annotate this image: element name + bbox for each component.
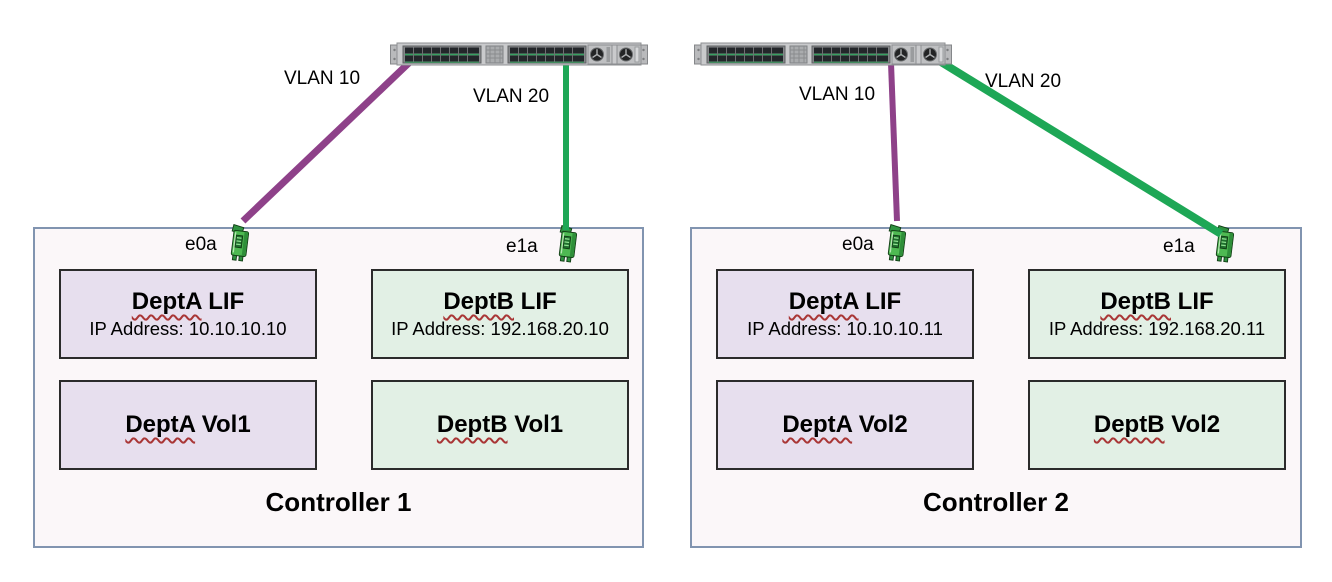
vlan10-label-switch1: VLAN 10 <box>284 68 361 89</box>
port-label-e1a: e1a <box>1163 236 1195 257</box>
port-label-e0a: e0a <box>185 234 217 255</box>
ethernet-nic-icon <box>226 222 255 265</box>
lif-ip-address: IP Address: 10.10.10.11 <box>747 317 943 339</box>
depta-vol-box: DeptA Vol1 <box>59 380 317 470</box>
lif-title: DeptB LIF <box>1100 288 1214 316</box>
vlan10-label-switch2: VLAN 10 <box>799 84 876 105</box>
controller-2-box: e0a e1a DeptA LIF IP Address: 10.10.10.1… <box>690 227 1302 548</box>
port-label-e1a: e1a <box>506 236 538 257</box>
lif-ip-address: IP Address: 10.10.10.10 <box>89 317 287 339</box>
ethernet-nic-icon <box>1211 223 1240 266</box>
lif-title: DeptA LIF <box>131 288 245 316</box>
deptb-vol-box: DeptB Vol2 <box>1028 380 1286 470</box>
vlan20-label-switch2: VLAN 20 <box>985 71 1062 92</box>
vlan20-line-switch2 <box>938 58 1224 238</box>
vol-title: DeptB Vol2 <box>1093 411 1221 439</box>
controller-1-box: e0a e1a DeptA LIF IP Address: 10.10.10.1… <box>33 227 644 548</box>
lif-ip-address: IP Address: 192.168.20.11 <box>1048 317 1266 339</box>
ethernet-nic-icon <box>554 223 583 266</box>
ethernet-nic-icon <box>883 222 912 265</box>
vol-title: DeptA Vol2 <box>782 411 908 439</box>
vol-title: DeptB Vol1 <box>436 411 564 439</box>
controller-name: Controller 1 <box>265 487 412 517</box>
depta-lif-box: DeptA LIF IP Address: 10.10.10.11 <box>716 269 974 359</box>
deptb-vol-box: DeptB Vol1 <box>371 380 629 470</box>
lif-title: DeptB LIF <box>443 288 557 316</box>
deptb-lif-box: DeptB LIF IP Address: 192.168.20.10 <box>371 269 629 359</box>
lif-ip-address: IP Address: 192.168.20.10 <box>391 317 609 339</box>
controller-name: Controller 2 <box>923 487 1069 517</box>
depta-vol-box: DeptA Vol2 <box>716 380 974 470</box>
vlan10-line-switch2 <box>888 62 900 222</box>
network-switch-image-2 <box>694 41 952 67</box>
network-switch-image-1 <box>390 41 648 67</box>
port-label-e0a: e0a <box>842 234 874 255</box>
lif-title: DeptA LIF <box>788 288 902 316</box>
vol-title: DeptA Vol1 <box>125 411 251 439</box>
vlan20-label-switch1: VLAN 20 <box>473 86 550 107</box>
depta-lif-box: DeptA LIF IP Address: 10.10.10.10 <box>59 269 317 359</box>
deptb-lif-box: DeptB LIF IP Address: 192.168.20.11 <box>1028 269 1286 359</box>
